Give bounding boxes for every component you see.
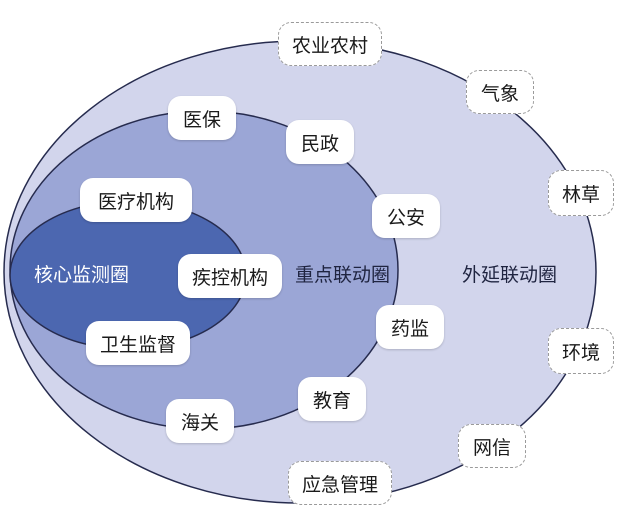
node-linchao: 林草 bbox=[548, 170, 614, 216]
node-jikong: 疾控机构 bbox=[178, 254, 282, 298]
node-wangxin: 网信 bbox=[458, 424, 526, 468]
node-qixiang: 气象 bbox=[466, 70, 534, 114]
node-yiliao: 医疗机构 bbox=[80, 178, 192, 222]
node-weisheng: 卫生监督 bbox=[86, 321, 190, 365]
core-ring-label: 核心监测圈 bbox=[34, 264, 130, 286]
node-huanjing: 环境 bbox=[548, 328, 614, 374]
node-nongye: 农业农村 bbox=[278, 22, 382, 66]
node-haiguan: 海关 bbox=[166, 399, 234, 443]
node-jiaoyu: 教育 bbox=[298, 377, 366, 421]
node-yibao: 医保 bbox=[168, 96, 236, 140]
node-gongan: 公安 bbox=[372, 194, 440, 238]
node-yaojian: 药监 bbox=[376, 305, 444, 349]
node-minzheng: 民政 bbox=[286, 120, 354, 164]
outer-ring-label: 外延联动圈 bbox=[462, 264, 558, 286]
middle-ring-label: 重点联动圈 bbox=[295, 264, 391, 286]
node-yingji: 应急管理 bbox=[288, 461, 392, 505]
